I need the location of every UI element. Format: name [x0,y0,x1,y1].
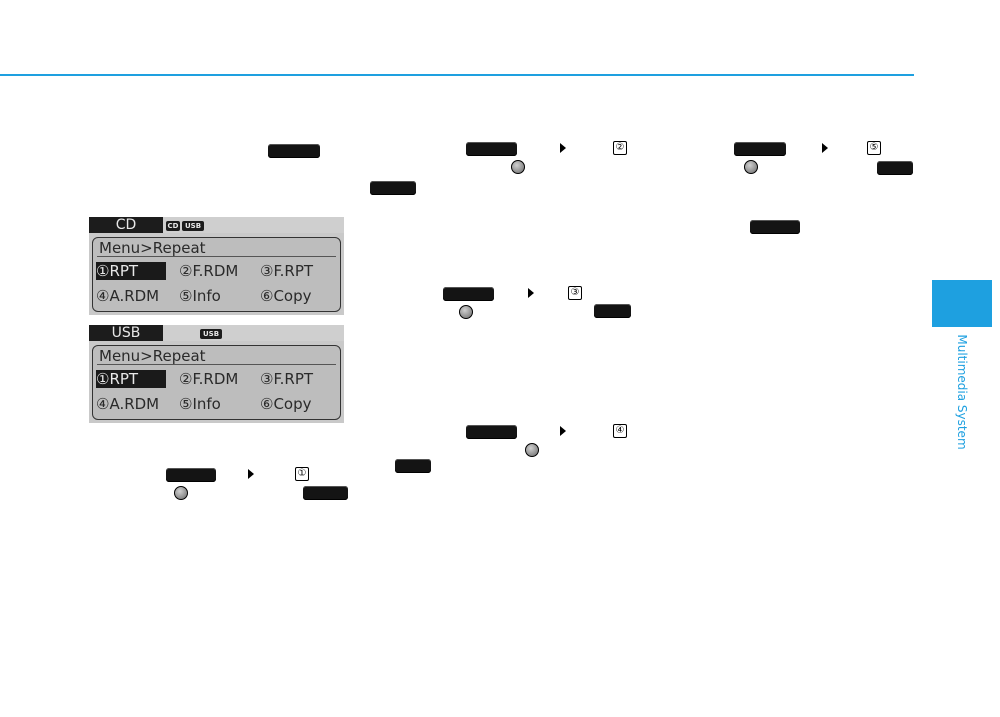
menu-button-icon [268,144,320,158]
tune-knob-icon [459,305,473,319]
lcd-menu-panel: Menu>Repeat ①RPT ②F.RDM ③F.RPT ④A.RDM ⑤I… [92,237,341,312]
menu-button-icon [166,468,216,482]
arrow-right-icon [822,143,828,153]
menu-button-icon [750,220,800,234]
side-label-text: Multimedia System [955,334,969,450]
lcd-menu-panel: Menu>Repeat ①RPT ②F.RDM ③F.RPT ④A.RDM ⑤I… [92,345,341,420]
enter-button-icon [395,459,431,473]
lcd-source-label: USB [89,325,163,341]
menu-item-f-rdm: ②F.RDM [179,262,239,280]
menu-item-info: ⑤Info [179,395,221,413]
lcd-source-label: CD [89,217,163,233]
menu-item-copy: ⑥Copy [260,287,312,305]
menu-item-f-rpt: ③F.RPT [260,262,314,280]
section-tab [932,280,992,327]
number-4-icon: ④ [613,424,627,438]
number-5-icon: ⑤ [867,141,881,155]
menu-title-underline [97,364,336,365]
tune-knob-icon [511,160,525,174]
arrow-right-icon [560,143,566,153]
tune-knob-icon [525,443,539,457]
number-2-icon: ② [613,141,627,155]
number-3-icon: ③ [568,286,582,300]
menu-title-underline [97,256,336,257]
arrow-right-icon [528,288,534,298]
lcd-usb-screen: USB USB Menu>Repeat ①RPT ②F.RDM ③F.RPT ④… [89,325,344,423]
header-rule [0,74,914,76]
tune-knob-icon [744,160,758,174]
menu-button-icon [466,425,517,439]
usb-badge: USB [182,221,204,231]
menu-item-info: ⑤Info [179,287,221,305]
menu-button-icon [303,486,348,500]
menu-item-f-rdm: ②F.RDM [179,370,239,388]
menu-button-icon [443,287,494,301]
lcd-cd-screen: CD CD USB Menu>Repeat ①RPT ②F.RDM ③F.RPT… [89,217,344,315]
tune-knob-icon [174,486,188,500]
menu-button-icon [370,181,416,195]
menu-item-f-rpt: ③F.RPT [260,370,314,388]
arrow-right-icon [248,469,254,479]
menu-item-a-rdm: ④A.RDM [96,287,160,305]
usb-badge: USB [200,329,222,339]
menu-item-copy: ⑥Copy [260,395,312,413]
menu-title: Menu>Repeat [99,347,206,365]
menu-item-rpt: ①RPT [96,262,167,280]
cd-badge: CD [166,221,180,231]
menu-title: Menu>Repeat [99,239,206,257]
enter-button-icon [877,161,913,175]
menu-button-icon [466,142,517,156]
enter-button-icon [594,304,631,318]
menu-button-icon [734,142,786,156]
menu-item-a-rdm: ④A.RDM [96,395,160,413]
arrow-right-icon [560,426,566,436]
number-1-icon: ① [295,467,309,481]
menu-item-rpt: ①RPT [96,370,167,388]
